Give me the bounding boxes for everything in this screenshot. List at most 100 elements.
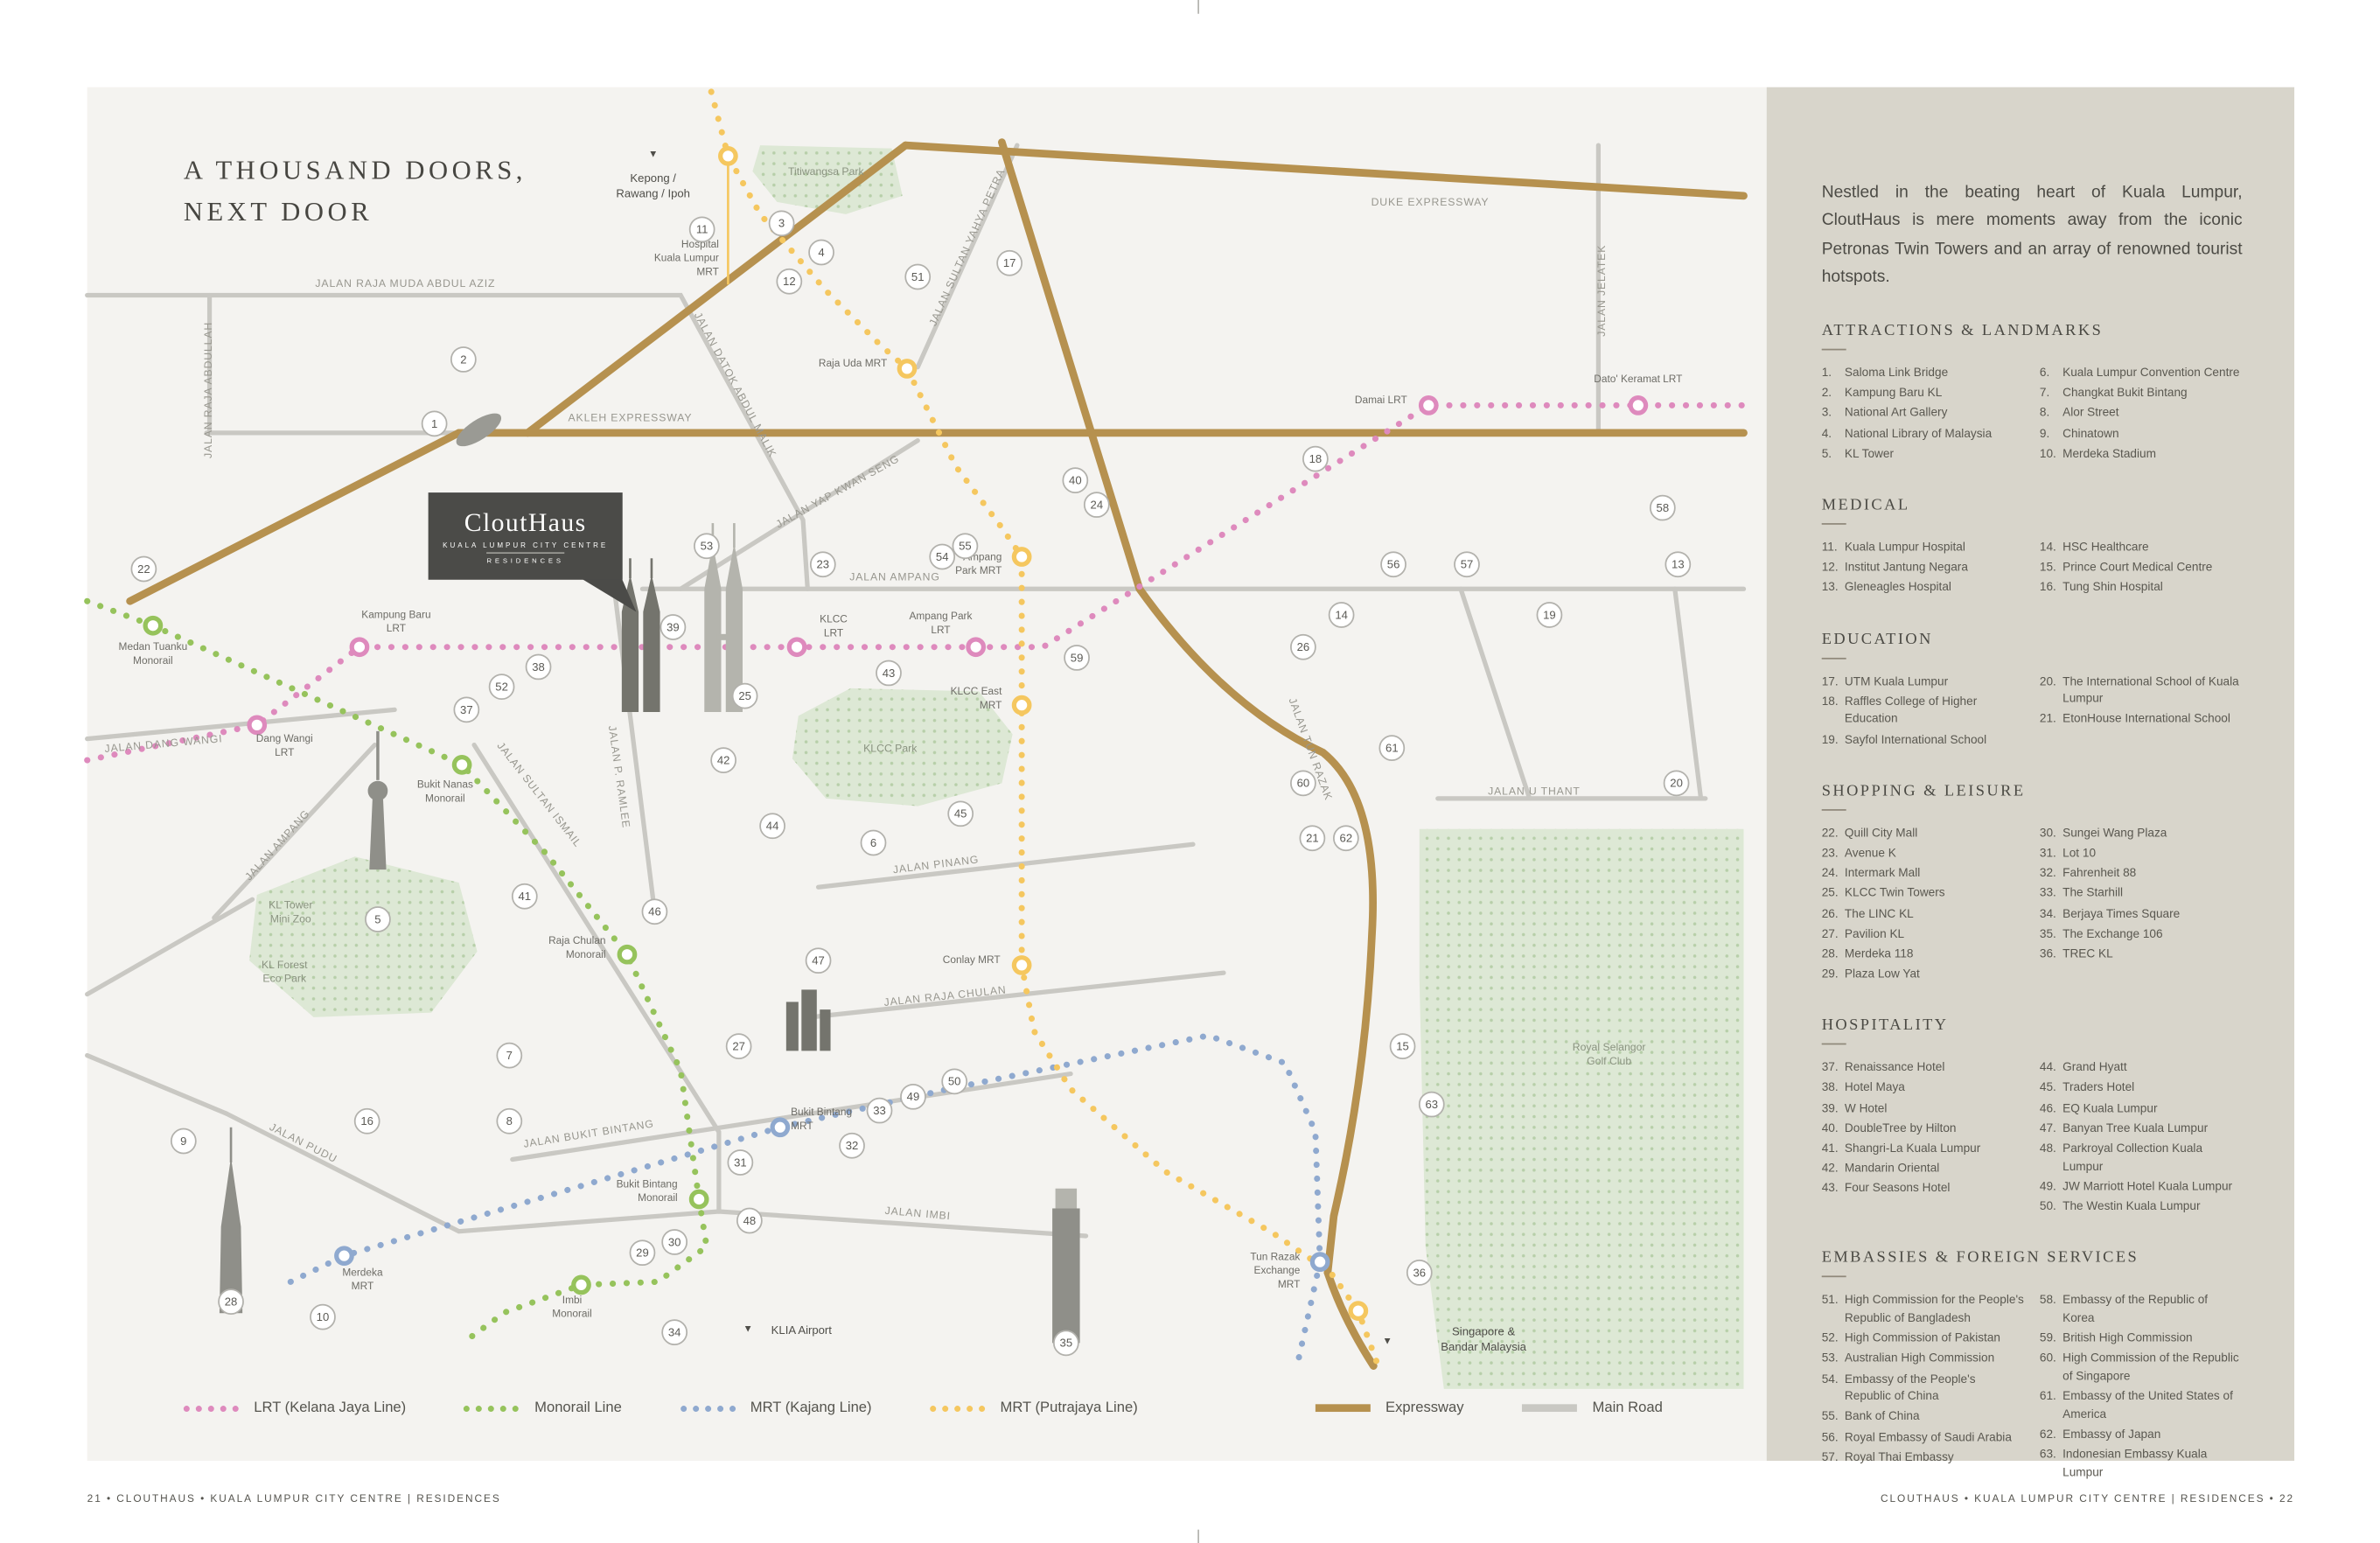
section-heading: HOSPITALITY bbox=[1821, 1017, 1949, 1035]
item-number: 20. bbox=[2039, 674, 2056, 688]
list-item: 43.Four Seasons Hotel bbox=[1822, 1180, 2025, 1197]
list-item: 23.Avenue K bbox=[1822, 844, 2025, 862]
section-rule bbox=[1821, 522, 1846, 525]
item-number: 57. bbox=[1821, 1449, 1839, 1464]
legend-label: LRT (Kelana Jaya Line) bbox=[254, 1400, 407, 1417]
item-text: EtonHouse International School bbox=[2062, 711, 2230, 726]
legend-label: Expressway bbox=[1385, 1400, 1464, 1417]
item-text: Gleneagles Hospital bbox=[1844, 580, 1951, 595]
item-number: 13. bbox=[1821, 580, 1839, 595]
item-text: Embassy of the People's Republic of Chin… bbox=[1844, 1371, 1976, 1403]
section-heading: EDUCATION bbox=[1821, 631, 1933, 648]
list-item: 11.Kuala Lumpur Hospital bbox=[1822, 538, 2025, 555]
item-text: The Exchange 106 bbox=[2062, 926, 2163, 940]
item-number: 24. bbox=[1821, 865, 1839, 880]
item-number: 37. bbox=[1821, 1060, 1839, 1075]
item-text: The Starhill bbox=[2062, 886, 2124, 900]
list-item: 22.Quill City Mall bbox=[1822, 824, 2025, 841]
item-text: National Art Gallery bbox=[1844, 406, 1948, 420]
item-number: 10. bbox=[2039, 446, 2056, 460]
item-number: 42. bbox=[1821, 1161, 1839, 1176]
item-number: 17. bbox=[1821, 674, 1839, 688]
item-number: 3. bbox=[1821, 406, 1832, 420]
item-text: Raffles College of Higher Education bbox=[1844, 694, 1978, 726]
list-item: 21.EtonHouse International School bbox=[2040, 710, 2243, 728]
list-item: 62.Embassy of Japan bbox=[2040, 1426, 2243, 1443]
item-text: Sungei Wang Plaza bbox=[2062, 825, 2167, 840]
item-text: Avenue K bbox=[1844, 845, 1896, 860]
item-number: 53. bbox=[1821, 1351, 1839, 1365]
road-line-swatch bbox=[1522, 1404, 1578, 1413]
exp-line-swatch bbox=[1315, 1404, 1371, 1413]
crop-mark-bottom bbox=[1197, 1529, 1199, 1543]
item-number: 35. bbox=[2039, 926, 2056, 940]
section-heading: MEDICAL bbox=[1821, 497, 1910, 514]
list-item: 52.High Commission of Pakistan bbox=[1822, 1330, 2025, 1347]
list-item: 9.Chinatown bbox=[2040, 424, 2243, 442]
item-text: Lot 10 bbox=[2062, 845, 2097, 860]
list-item: 57.Royal Thai Embassy bbox=[1822, 1449, 2025, 1466]
list-item: 29.Plaza Low Yat bbox=[1822, 966, 2025, 983]
item-number: 41. bbox=[1821, 1141, 1839, 1156]
item-number: 54. bbox=[1821, 1371, 1839, 1386]
item-number: 28. bbox=[1821, 946, 1839, 960]
mono-line-swatch bbox=[464, 1405, 520, 1412]
page-title: A THOUSAND DOORS, NEXT DOOR bbox=[184, 150, 527, 233]
list-item: 39.W Hotel bbox=[1822, 1100, 2025, 1117]
map-background bbox=[87, 87, 1767, 1462]
item-text: Kuala Lumpur Convention Centre bbox=[2062, 365, 2240, 380]
list-item: 63.Indonesian Embassy Kuala Lumpur bbox=[2040, 1446, 2243, 1482]
item-number: 8. bbox=[2039, 406, 2050, 420]
item-number: 2. bbox=[1821, 386, 1832, 400]
list-item: 45.Traders Hotel bbox=[2040, 1079, 2243, 1097]
item-number: 46. bbox=[2039, 1100, 2056, 1115]
list-item: 48.Parkroyal Collection Kuala Lumpur bbox=[2040, 1140, 2243, 1176]
item-number: 26. bbox=[1821, 906, 1839, 920]
logo-subtitle: KUALA LUMPUR CITY CENTRE bbox=[443, 541, 609, 549]
list-item: 58.Embassy of the Republic of Korea bbox=[2040, 1291, 2243, 1327]
item-number: 40. bbox=[1821, 1121, 1839, 1135]
item-number: 11. bbox=[1821, 540, 1838, 554]
list-item: 60.High Commission of the Republic of Si… bbox=[2040, 1350, 2243, 1386]
list-item: 25.KLCC Twin Towers bbox=[1822, 884, 2025, 902]
item-number: 18. bbox=[1821, 694, 1839, 709]
item-number: 14. bbox=[2039, 540, 2056, 554]
list-item: 53.Australian High Commission bbox=[1822, 1350, 2025, 1367]
item-number: 55. bbox=[1821, 1409, 1839, 1423]
legend-label: Main Road bbox=[1592, 1400, 1663, 1417]
list-item: 54. Embassy of the People's Republic of C… bbox=[1822, 1370, 2025, 1406]
item-number: 31. bbox=[2039, 845, 2056, 860]
item-number: 16. bbox=[2039, 580, 2056, 595]
list-item: 37.Renaissance Hotel bbox=[1822, 1059, 2025, 1077]
item-number: 56. bbox=[1821, 1429, 1839, 1444]
item-text: High Commission for the People's Republi… bbox=[1844, 1293, 2024, 1325]
list-item: 36.TREC KL bbox=[2040, 945, 2243, 962]
section-heading: ATTRACTIONS & LANDMARKS bbox=[1821, 322, 2104, 340]
item-text: Hotel Maya bbox=[1844, 1080, 1905, 1095]
list-item: 56.Royal Embassy of Saudi Arabia bbox=[1822, 1428, 2025, 1446]
item-text: TREC KL bbox=[2062, 946, 2113, 960]
list-item: 7.Changkat Bukit Bintang bbox=[2040, 384, 2243, 401]
list-item: 49.JW Marriott Hotel Kuala Lumpur bbox=[2040, 1177, 2243, 1195]
item-number: 15. bbox=[2039, 560, 2056, 574]
item-text: Prince Court Medical Centre bbox=[2062, 560, 2213, 574]
section-column: 20.The International School of Kuala Lum… bbox=[2040, 673, 2243, 751]
list-item: 16.Tung Shin Hospital bbox=[2040, 579, 2243, 597]
item-number: 63. bbox=[2039, 1447, 2056, 1462]
section-column: 51.High Commission for the People's Repu… bbox=[1822, 1291, 2025, 1484]
legend-item: LRT (Kelana Jaya Line) bbox=[183, 1400, 407, 1417]
item-text: Quill City Mall bbox=[1844, 825, 1918, 840]
section-heading: SHOPPING & LEISURE bbox=[1821, 782, 2026, 800]
item-text: Sayfol International School bbox=[1844, 731, 1987, 746]
section-rule bbox=[1821, 808, 1846, 811]
item-text: Merdeka 118 bbox=[1844, 946, 1914, 960]
item-text: UTM Kuala Lumpur bbox=[1844, 674, 1949, 688]
section-heading: EMBASSIES & FOREIGN SERVICES bbox=[1821, 1250, 2139, 1267]
item-text: Grand Hyatt bbox=[2062, 1060, 2127, 1075]
